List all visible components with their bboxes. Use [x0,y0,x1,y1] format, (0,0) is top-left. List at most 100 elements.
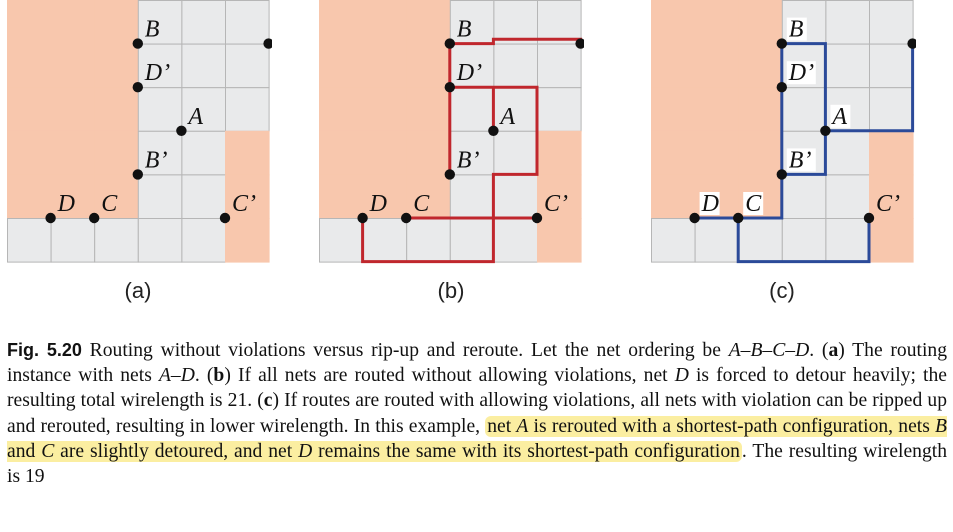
pin-dot [263,38,272,49]
pin-dot [863,212,875,224]
pin-dot [575,38,584,49]
blocked-cell [738,130,783,176]
grid-cell [449,174,495,219]
pin-label-background [743,192,764,215]
grid-cell [137,0,183,45]
blocked-cell [869,130,914,176]
grid-cell [181,174,226,219]
pin-label: D [57,191,75,217]
blocked-cell [7,130,52,176]
pin-dot [401,212,412,224]
pin-label-background [786,61,816,85]
pin-dot [776,169,787,180]
caption-text: is rerouted with a shortest-path configu… [528,415,936,437]
blocked-cell [94,0,139,45]
caption-net-order: A–B–C–D [728,340,810,361]
grid-cell [781,87,827,132]
blocked-cell [651,87,696,132]
caption-part-c: c [263,390,273,412]
pin-dot [132,38,143,49]
route-segment [361,218,495,264]
blocked-cell [7,87,52,132]
caption-part-a: a [828,340,839,361]
pin-label: B’ [457,147,480,173]
grid-cell [181,130,226,176]
blocked-cell [319,130,364,176]
blocked-cell [406,130,451,176]
grid-cell [449,218,495,263]
pin-dot [444,82,455,93]
panel-a-label: (a) [124,278,152,303]
grid-cell [694,218,740,263]
grid-cell [137,218,183,263]
grid-cell [449,43,495,89]
grid-cell [50,218,96,263]
grid-cell [137,43,183,89]
grid-cell [781,218,827,263]
caption-text: ) The routing instance with nets [7,340,948,387]
grid-cell [449,130,495,176]
blocked-cell [694,130,740,176]
panel-a-grid: BA’D’AB’DCC’ [7,0,272,263]
caption-highlight: net A is rerouted with a shortest-path c… [7,415,948,462]
caption-text: ) If routes are routed with allowing vio… [7,390,947,437]
grid-cell [319,218,364,263]
pin-label: A [498,104,515,130]
blocked-cell [537,218,582,263]
grid-cell [137,87,183,132]
blocked-cell [537,174,582,219]
pin-dot [907,38,916,49]
blocked-cell [362,43,408,89]
blocked-cell [694,43,740,89]
panel-b-grid: BA’D’AB’DCC’ [319,0,584,264]
blocked-cell [362,130,408,176]
route-segment [736,218,871,264]
grid-cell [137,174,183,219]
blocked-cell [651,174,696,219]
blocked-cell [869,218,914,263]
caption-net-b: B [935,415,948,437]
blocked-cell [651,43,696,89]
grid-cell [225,0,270,45]
pin-label: B’ [789,147,812,173]
blocked-cell [319,43,364,89]
grid-cell [537,0,582,45]
pin-label: C [745,191,762,217]
blocked-cell [50,87,96,132]
caption-net-c: C [41,440,55,462]
blocked-cell [319,0,364,45]
caption-text: . ( [809,340,829,361]
pin-label: D’ [144,60,170,86]
blocked-cell [738,43,783,89]
caption-net-d: D [674,365,689,387]
caption-text: Routing without violations versus rip-up… [81,340,729,361]
pin-dot [531,212,543,224]
blocked-cell [651,0,696,45]
blocked-cell [50,43,96,89]
blocked-cell [738,87,783,132]
pin-label: C’ [544,191,568,217]
pin-dot [776,38,787,49]
grid-cell [869,87,914,132]
grid-cell [362,218,408,263]
pin-label-background [786,148,816,172]
blocked-cell [94,87,139,132]
grid-cell [781,174,827,219]
blocked-cell [225,130,270,176]
grid-cell [825,218,870,263]
pin-dot [488,125,499,136]
grid-cell [94,218,139,263]
blocked-cell [94,43,139,89]
grid-cell [493,174,538,219]
pin-dot [776,82,787,93]
grid-cell [181,43,226,89]
caption-net-a: A [516,415,529,437]
caption-text: . ( [194,365,214,387]
caption-part-b: b [213,365,225,387]
pin-label: A [830,104,847,130]
blocked-cell [7,0,52,45]
route-segment [406,85,539,220]
pin-dot [689,212,700,224]
pin-label: C [101,191,118,217]
blocked-cell [406,87,451,132]
